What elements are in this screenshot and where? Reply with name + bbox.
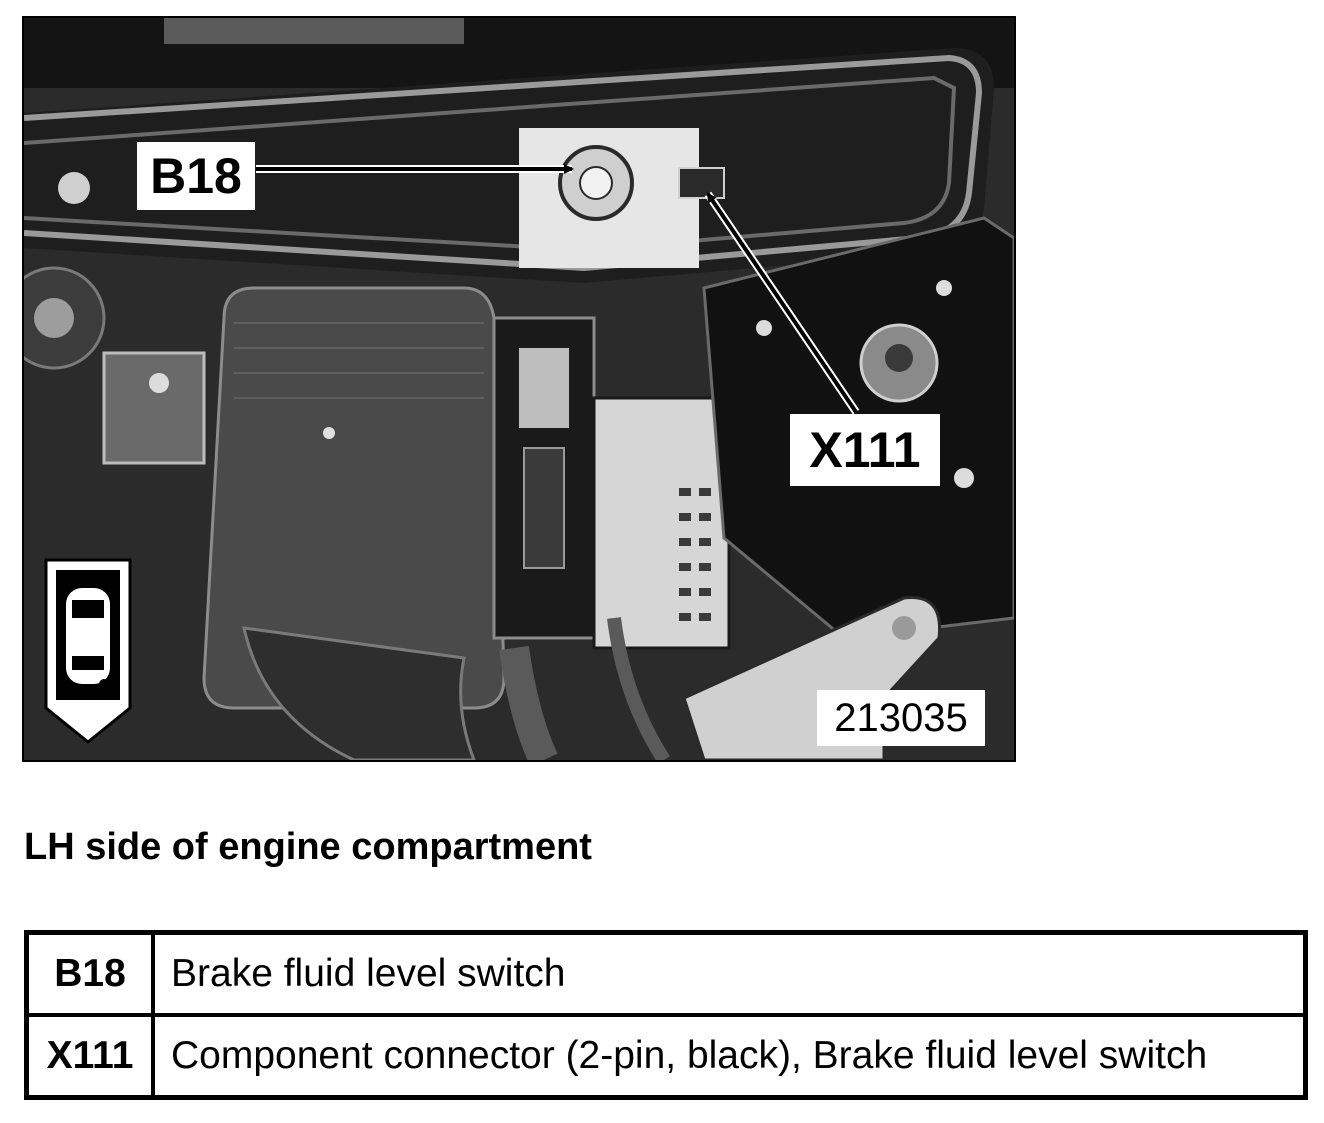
component-description: Component connector (2-pin, black), Brak… — [151, 1013, 1308, 1100]
engine-compartment-illustration — [24, 18, 1014, 760]
engine-compartment-photo: B18 X111 213035 — [22, 16, 1016, 762]
car-top-view-icon — [44, 558, 132, 744]
figure-number: 213035 — [817, 690, 985, 746]
component-legend-table: B18 Brake fluid level switch X111 Compon… — [24, 930, 1308, 1100]
component-description: Brake fluid level switch — [151, 930, 1308, 1017]
table-row: X111 Component connector (2-pin, black),… — [24, 1013, 1308, 1100]
x111-callout-label: X111 — [790, 414, 940, 486]
table-row: B18 Brake fluid level switch — [24, 930, 1308, 1017]
b18-callout-label: B18 — [137, 142, 255, 210]
component-code: X111 — [24, 1013, 155, 1100]
figure-caption: LH side of engine compartment — [24, 826, 592, 868]
component-code: B18 — [24, 930, 155, 1017]
